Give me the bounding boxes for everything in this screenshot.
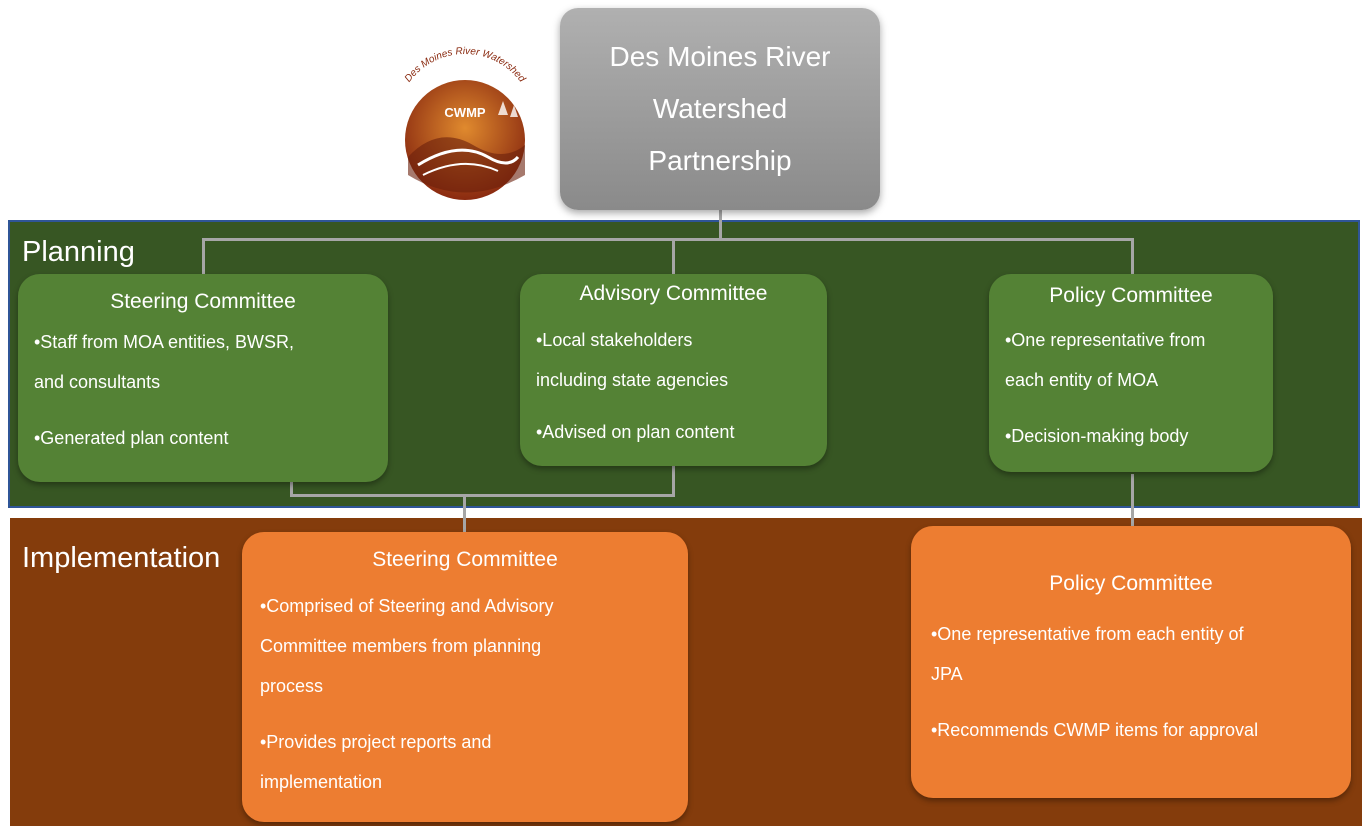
logo-arc-text: Des Moines River Watershed <box>403 46 528 85</box>
implementation-steering-bullet-1: •Comprised of Steering and Advisory <box>260 596 554 616</box>
implementation-policy-bullet-2: •Recommends CWMP items for approval <box>931 720 1259 740</box>
planning-advisory-committee: Advisory Committee •Local stakeholders i… <box>520 274 827 466</box>
implementation-steering-bullet-1b: Committee members from planning <box>260 636 542 656</box>
planning-policy-bullet-1: •One representative from <box>1005 330 1206 350</box>
planning-advisory-title: Advisory Committee <box>579 282 768 305</box>
planning-policy-title: Policy Committee <box>1049 284 1213 307</box>
planning-steering-title: Steering Committee <box>110 290 296 313</box>
connector-steering-down <box>290 474 293 496</box>
connector-right-drop <box>1131 238 1134 276</box>
implementation-policy-title: Policy Committee <box>1049 572 1213 595</box>
partnership-box: Des Moines River Watershed Partnership <box>560 8 880 210</box>
implementation-steering-committee: Steering Committee •Comprised of Steerin… <box>242 532 688 822</box>
implementation-steering-title: Steering Committee <box>372 548 558 571</box>
planning-steering-bullet-1: •Staff from MOA entities, BWSR, <box>34 332 295 352</box>
partnership-line-2: Watershed <box>652 93 788 124</box>
planning-steering-bullet-1b: and consultants <box>34 372 161 392</box>
planning-steering-bullet-2: •Generated plan content <box>34 428 229 448</box>
planning-policy-bullet-1b: each entity of MOA <box>1005 370 1159 390</box>
planning-steering-committee: Steering Committee •Staff from MOA entit… <box>18 274 388 482</box>
planning-label: Planning <box>22 236 135 268</box>
planning-advisory-bullet-2: •Advised on plan content <box>536 422 735 442</box>
connector-policy-down <box>1131 474 1134 528</box>
planning-advisory-bullet-1: •Local stakeholders <box>536 330 693 350</box>
connector-top-horizontal <box>202 238 1134 241</box>
implementation-steering-bullet-2: •Provides project reports and <box>260 732 492 752</box>
connector-top-vertical <box>719 210 722 240</box>
implementation-policy-committee: Policy Committee •One representative fro… <box>911 526 1351 798</box>
logo-center-text: CWMP <box>444 105 485 120</box>
cwmp-logo: Des Moines River Watershed CWMP <box>403 46 528 200</box>
connector-mid-drop <box>672 238 675 276</box>
partnership-line-1: Des Moines River <box>609 41 831 72</box>
planning-advisory-bullet-1b: including state agencies <box>536 370 729 390</box>
svg-text:Des Moines River Watershed: Des Moines River Watershed <box>403 46 528 85</box>
planning-policy-bullet-2: •Decision-making body <box>1005 426 1189 446</box>
implementation-policy-bullet-1b: JPA <box>931 664 963 684</box>
connector-advisory-down <box>672 466 675 496</box>
implementation-label: Implementation <box>22 542 221 574</box>
implementation-steering-bullet-1c: process <box>260 676 324 696</box>
implementation-policy-bullet-1: •One representative from each entity of <box>931 624 1244 644</box>
connector-merge-down <box>463 494 466 536</box>
planning-policy-committee: Policy Committee •One representative fro… <box>989 274 1273 472</box>
connector-left-drop <box>202 238 205 276</box>
implementation-steering-bullet-2b: implementation <box>260 772 383 792</box>
partnership-line-3: Partnership <box>648 145 792 176</box>
connector-merge-horizontal <box>290 494 675 497</box>
